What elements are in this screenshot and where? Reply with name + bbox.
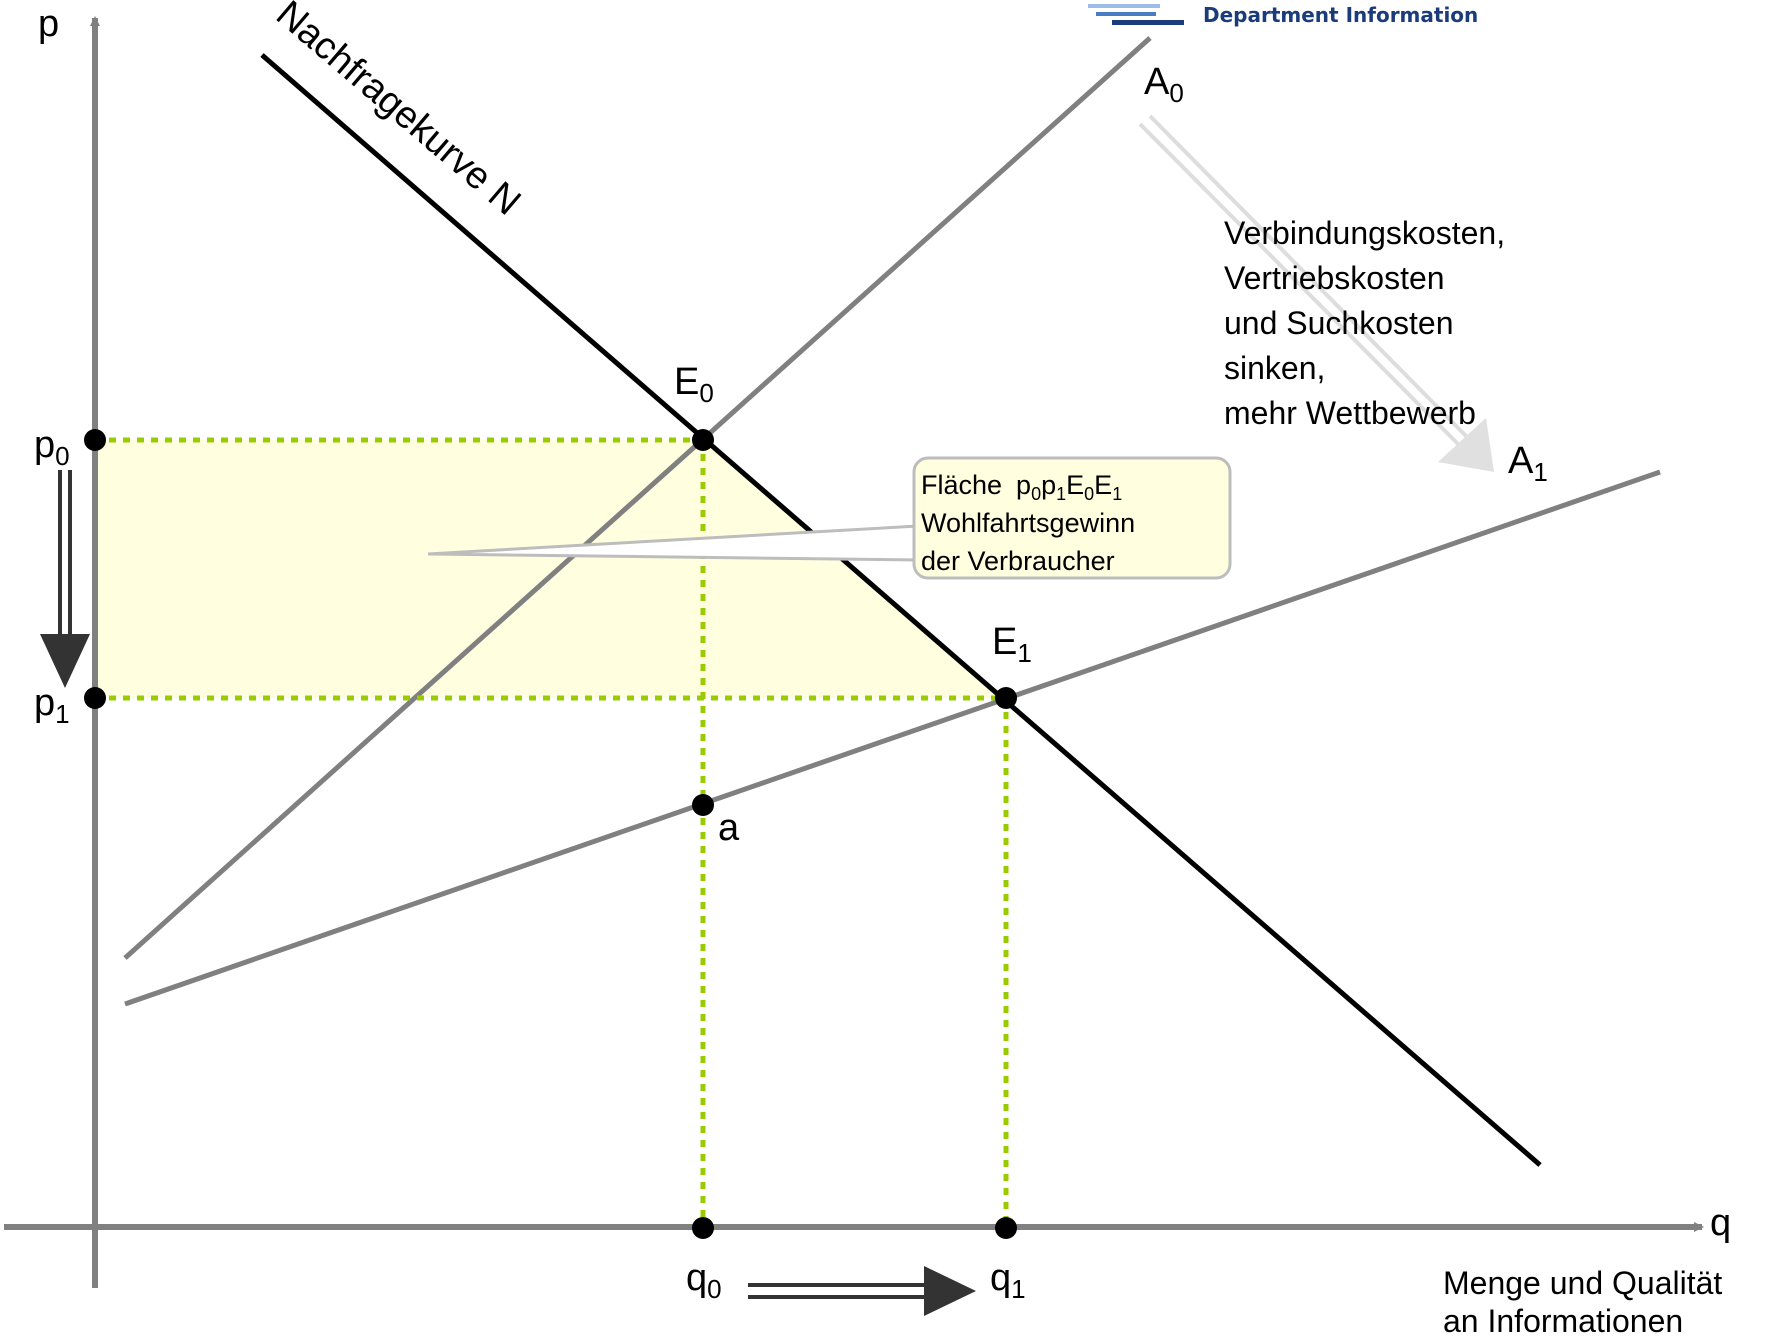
label-p1: p1 (34, 682, 70, 729)
shift-note: Verbindungskosten, Vertriebskosten und S… (1224, 215, 1505, 431)
welfare-gain-area (95, 440, 1006, 698)
supply-curve-a0 (123, 36, 1152, 960)
y-axis-label: p (38, 3, 59, 45)
point-a (692, 794, 714, 816)
label-p0: p0 (34, 424, 70, 471)
shift-note-line-3: und Suchkosten (1224, 305, 1454, 341)
department-logo: Department Information (1088, 3, 1478, 27)
point-q0 (692, 1217, 714, 1239)
x-axis-label: q (1710, 1202, 1731, 1244)
point-q1 (995, 1217, 1017, 1239)
label-e1: E1 (992, 621, 1032, 668)
supply-shift-arrow (1138, 114, 1494, 472)
demand-curve (260, 53, 1542, 1167)
logo-bar-1 (1088, 4, 1160, 8)
quantity-increase-arrow (748, 1266, 976, 1316)
label-q1: q1 (990, 1257, 1026, 1304)
supply-a0-label: A0 (1144, 61, 1184, 108)
logo-text: Department Information (1203, 3, 1478, 27)
label-a: a (718, 807, 740, 849)
callout-box (912, 456, 1232, 580)
shift-note-line-2: Vertriebskosten (1224, 260, 1445, 296)
callout-leader (427, 524, 919, 562)
demand-curve-label: Nachfragekurve N (268, 0, 528, 224)
price-drop-arrow (40, 470, 90, 688)
label-e0: E0 (674, 361, 714, 408)
callout-line-3: der Verbraucher (921, 546, 1115, 576)
point-p0 (84, 429, 106, 451)
shift-note-line-5: mehr Wettbewerb (1224, 395, 1476, 431)
supply-a1-label: A1 (1508, 440, 1548, 487)
shift-note-line-1: Verbindungskosten, (1224, 215, 1505, 251)
point-e1 (995, 687, 1017, 709)
x-axis-description-1: Menge und Qualität (1443, 1265, 1722, 1301)
supply-curve-a1 (124, 469, 1661, 1007)
logo-bar-2 (1096, 12, 1156, 16)
shift-note-line-4: sinken, (1224, 350, 1325, 386)
x-axis-description-2: an Informationen (1443, 1303, 1683, 1339)
point-e0 (692, 429, 714, 451)
point-p1 (84, 687, 106, 709)
logo-bar-3 (1112, 20, 1184, 25)
label-q0: q0 (686, 1257, 722, 1304)
callout-line-2: Wohlfahrtsgewinn (921, 508, 1135, 538)
